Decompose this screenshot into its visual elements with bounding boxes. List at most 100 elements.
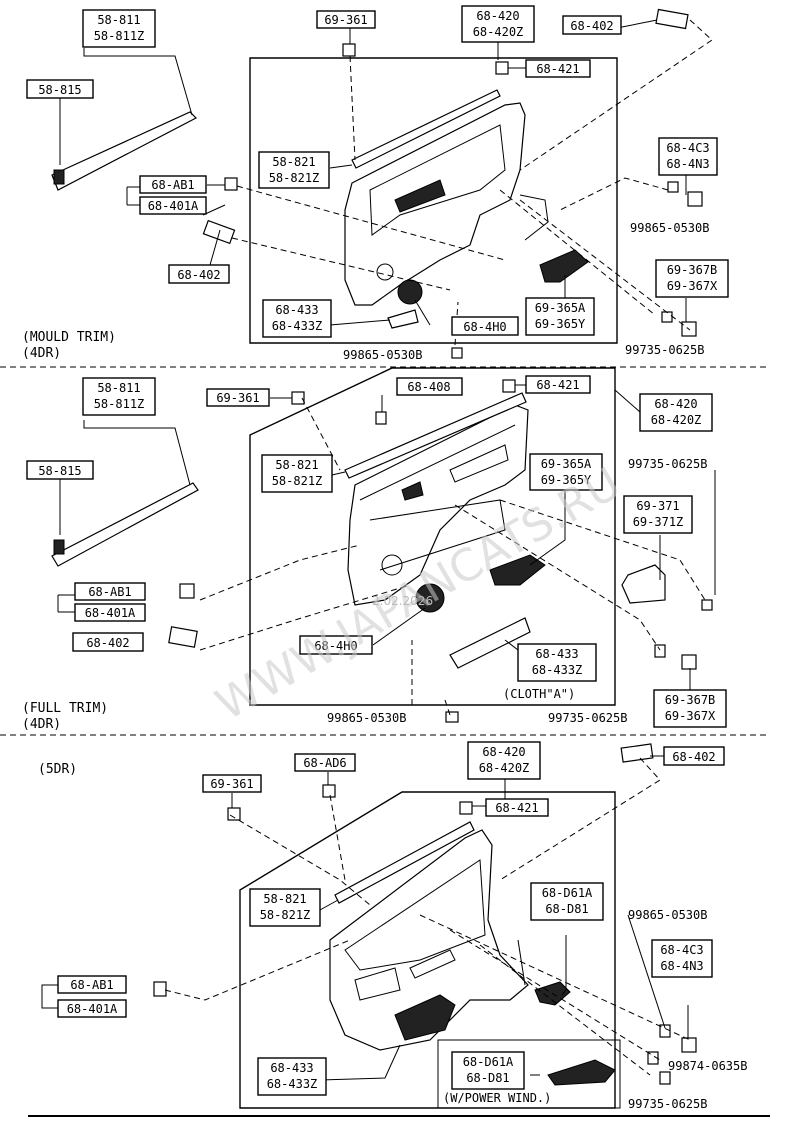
label-69-367x: 69-367X xyxy=(667,279,718,293)
leaders-2 xyxy=(57,384,716,690)
part-labels-3: 68-AD6 68-420 68-420Z 68-402 69-361 68-4… xyxy=(41,741,747,1111)
label-68-421-2: 68-421 xyxy=(536,378,579,392)
label-68-420-3: 68-420 xyxy=(482,745,525,759)
label-68-4n3: 68-4N3 xyxy=(666,157,709,171)
power-wind-inset xyxy=(437,1039,621,1109)
label-68-d61a: 68-D61A xyxy=(542,886,593,900)
label-power-wind: (W/POWER WIND.) xyxy=(443,1091,551,1105)
label-68-ad6: 68-AD6 xyxy=(303,756,346,770)
label-99865-0530b-right: 99865-0530B xyxy=(630,221,709,235)
label-68-401a-3: 68-401A xyxy=(67,1002,118,1016)
label-99735-0625b: 99735-0625B xyxy=(625,343,704,357)
label-58-815-2: 58-815 xyxy=(38,464,81,478)
strip-end-1 xyxy=(53,169,65,185)
label-58-821-2: 58-821 xyxy=(275,458,318,472)
label-58-811z: 58-811Z xyxy=(94,29,145,43)
label-69-367b-2: 69-367B xyxy=(665,693,716,707)
dash-lines-2 xyxy=(199,397,706,716)
label-99865-0530b-2: 99865-0530B xyxy=(327,711,406,725)
label-68-d81-inset: 68-D81 xyxy=(466,1071,509,1085)
section-title-mould-trim: (MOULD TRIM) xyxy=(22,330,116,345)
label-68-4h0-2: 68-4H0 xyxy=(314,639,357,653)
label-68-433: 68-433 xyxy=(275,303,318,317)
label-68-420z: 68-420Z xyxy=(473,25,524,39)
label-58-821-3: 58-821 xyxy=(263,892,306,906)
label-68-4c3: 68-4C3 xyxy=(666,141,709,155)
label-58-811z-2: 58-811Z xyxy=(94,397,145,411)
label-99735-0625b-2a: 99735-0625B xyxy=(628,457,707,471)
leaders-1 xyxy=(59,19,687,326)
label-69-367b: 69-367B xyxy=(667,263,718,277)
label-68-433z-3: 68-433Z xyxy=(267,1077,318,1091)
section-title-5dr: (5DR) xyxy=(38,762,77,777)
label-68-421-3: 68-421 xyxy=(495,801,538,815)
strip-end-2 xyxy=(53,539,65,555)
door-trim-2 xyxy=(347,404,529,613)
label-68-433-2: 68-433 xyxy=(535,647,578,661)
label-58-821: 58-821 xyxy=(272,155,315,169)
label-69-365a: 69-365A xyxy=(535,301,586,315)
label-68-402-2: 68-402 xyxy=(86,636,129,650)
label-69-361-3: 69-361 xyxy=(210,777,253,791)
label-68-402-3: 68-402 xyxy=(672,750,715,764)
label-58-821z-2: 58-821Z xyxy=(272,474,323,488)
label-99735-0625b-2b: 99735-0625B xyxy=(548,711,627,725)
clips-2 xyxy=(168,379,713,723)
label-58-811: 58-811 xyxy=(97,13,140,27)
belt-mould-1 xyxy=(351,89,501,169)
dash-lines-3 xyxy=(164,757,691,1076)
label-68-433z: 68-433Z xyxy=(272,319,323,333)
label-68-ab1: 68-AB1 xyxy=(151,178,194,192)
label-99735-0625b-3: 99735-0625B xyxy=(628,1097,707,1111)
label-68-ab1-2: 68-AB1 xyxy=(88,585,131,599)
door-trim-1 xyxy=(344,102,549,306)
section-mould-trim: 58-811 58-811Z 58-815 69-361 68-420 68-4… xyxy=(22,5,729,362)
label-69-371z: 69-371Z xyxy=(633,515,684,529)
label-69-365y-2: 69-365Y xyxy=(541,473,592,487)
label-cloth-a: (CLOTH"A") xyxy=(503,687,575,701)
label-99865-0530b-bottom: 99865-0530B xyxy=(343,348,422,362)
label-58-811-2: 58-811 xyxy=(97,381,140,395)
label-69-361-2: 69-361 xyxy=(216,391,259,405)
label-68-4h0: 68-4H0 xyxy=(463,320,506,334)
label-68-401a: 68-401A xyxy=(148,199,199,213)
label-68-4n3-3: 68-4N3 xyxy=(660,959,703,973)
label-58-821z: 58-821Z xyxy=(269,171,320,185)
label-68-433z-2: 68-433Z xyxy=(532,663,583,677)
label-68-402-left: 68-402 xyxy=(177,268,220,282)
label-69-361: 69-361 xyxy=(324,13,367,27)
label-68-433-3: 68-433 xyxy=(270,1061,313,1075)
label-68-4c3-3: 68-4C3 xyxy=(660,943,703,957)
label-68-d81: 68-D81 xyxy=(545,902,588,916)
section-title-full-trim: (FULL TRIM) xyxy=(22,701,108,716)
label-69-365y: 69-365Y xyxy=(535,317,586,331)
part-labels-2: 58-811 58-811Z 58-815 69-361 68-408 68-4… xyxy=(26,375,727,728)
label-68-420-2: 68-420 xyxy=(654,397,697,411)
panel-frame-1 xyxy=(249,57,618,344)
label-69-365a-2: 69-365A xyxy=(541,457,592,471)
section-subtitle-4dr-1: (4DR) xyxy=(22,346,61,361)
label-68-420z-2: 68-420Z xyxy=(651,413,702,427)
label-58-815: 58-815 xyxy=(38,83,81,97)
label-99865-0530b-3: 99865-0530B xyxy=(628,908,707,922)
label-68-402-top: 68-402 xyxy=(570,19,613,33)
label-68-ab1-3: 68-AB1 xyxy=(70,978,113,992)
panel-frame-2 xyxy=(249,367,616,706)
section-5dr: (5DR) xyxy=(38,741,747,1111)
label-68-d61a-inset: 68-D61A xyxy=(463,1055,514,1069)
label-68-420z-3: 68-420Z xyxy=(479,761,530,775)
label-68-408: 68-408 xyxy=(407,380,450,394)
label-68-421: 68-421 xyxy=(536,62,579,76)
label-69-367x-2: 69-367X xyxy=(665,709,716,723)
section-full-trim: 58-811 58-811Z 58-815 69-361 68-408 68-4… xyxy=(22,367,727,732)
label-58-821z-3: 58-821Z xyxy=(260,908,311,922)
door-trim-3 xyxy=(329,829,529,1051)
label-68-420: 68-420 xyxy=(476,9,519,23)
part-labels-1: 58-811 58-811Z 58-815 69-361 68-420 68-4… xyxy=(26,5,729,362)
watermark-date: 2.02.2026 xyxy=(372,594,433,608)
label-68-401a-2: 68-401A xyxy=(85,606,136,620)
weatherstrip-1 xyxy=(51,111,198,191)
section-subtitle-4dr-2: (4DR) xyxy=(22,717,61,732)
belt-mould-2 xyxy=(344,392,527,479)
